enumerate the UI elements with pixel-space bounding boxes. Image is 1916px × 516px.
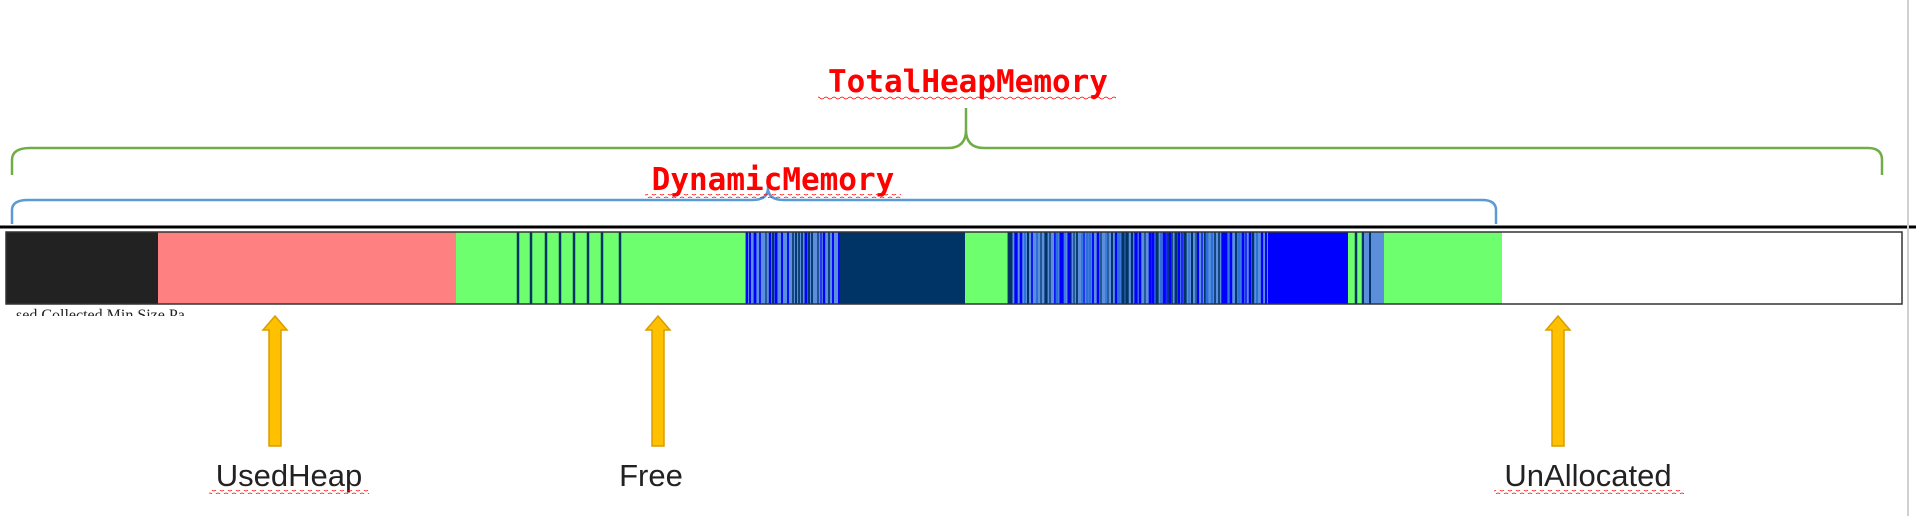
- heap-bar-border: [5, 231, 1903, 305]
- used-block-black: [6, 232, 158, 304]
- pointer-arrows: [261, 314, 1572, 447]
- spellcheck-underline: [818, 96, 1116, 100]
- unallocated-label: UnAllocated: [1504, 458, 1671, 493]
- clipped-text-fragment: ...sed Collected Min Size Pa...: [0, 304, 420, 316]
- used-heap-arrow: [261, 314, 289, 447]
- unallocated-arrow: [1544, 314, 1572, 447]
- solid-used-block: [1268, 232, 1348, 304]
- fragmented-region: [1364, 232, 1384, 304]
- used-block-red: [158, 232, 456, 304]
- total-heap-brace: [10, 108, 1884, 175]
- dense-used-block: [840, 232, 965, 304]
- spellcheck-underline: [209, 490, 369, 494]
- unallocated-block: [1502, 232, 1902, 304]
- free-arrow: [644, 314, 672, 447]
- heap-bar: [6, 232, 1902, 304]
- clipped-text: ...sed Collected Min Size Pa...: [4, 307, 197, 316]
- used-heap-label: UsedHeap: [216, 458, 362, 493]
- total-heap-memory-label: TotalHeapMemory: [828, 64, 1108, 100]
- free-label: Free: [619, 458, 683, 493]
- dynamic-memory-label: DynamicMemory: [652, 162, 895, 198]
- spellcheck-underline: [645, 194, 901, 198]
- spellcheck-underline: [1494, 490, 1684, 494]
